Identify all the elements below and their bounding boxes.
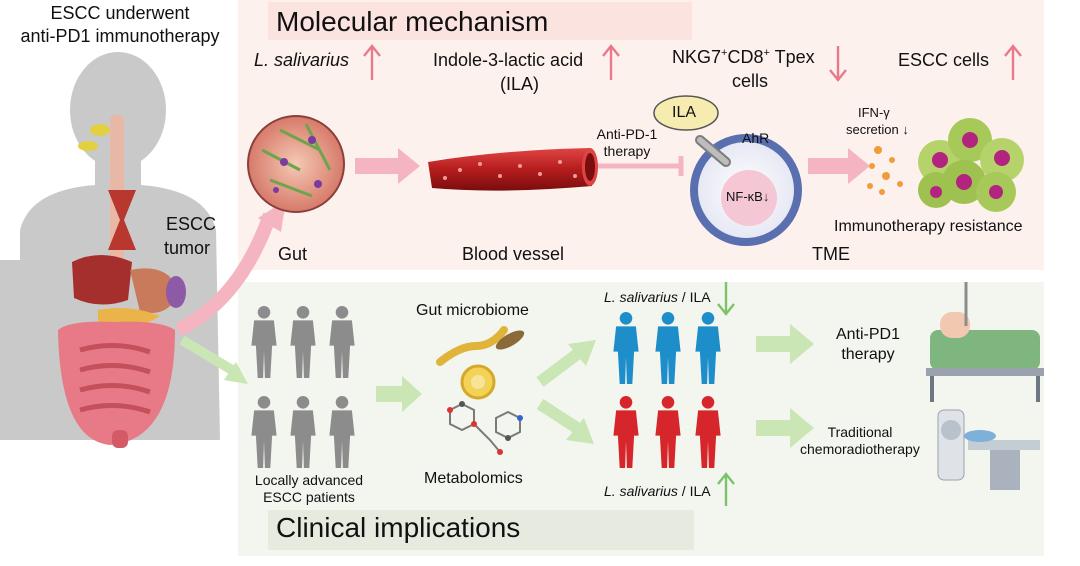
ifn-gamma-dots <box>867 146 903 195</box>
low-group-sep: / ILA <box>677 289 711 305</box>
low-group-label: L. salivarius / ILA <box>604 289 711 305</box>
header-line-1: ESCC underwent <box>50 3 190 23</box>
patient-figure <box>290 396 316 468</box>
clinical-title-box <box>268 510 694 550</box>
low-group-microbe: L. salivarius <box>604 289 678 305</box>
molecular-title-box <box>268 2 692 40</box>
resistance-label: Immunotherapy resistance <box>834 218 1023 235</box>
anti-pd1-label-line-1: Anti-PD1 <box>835 326 901 343</box>
tme-label: TME <box>812 244 850 264</box>
low-group-figure <box>695 312 721 384</box>
escc-cell-cluster <box>918 118 1024 212</box>
patient-figure <box>329 306 355 378</box>
patients-label-line-1: Locally advanced <box>254 472 364 488</box>
ifn-secretion-text: secretion <box>846 122 899 137</box>
patient-silhouettes <box>251 306 355 468</box>
high-group-figure <box>613 396 639 468</box>
patients-label-line-2: ESCC patients <box>263 489 355 505</box>
ifn-label-line-1: IFN-γ <box>858 105 890 120</box>
ila-label-line-2: (ILA) <box>500 74 540 94</box>
anti-pd1-label-line-2: therapy <box>841 346 895 363</box>
gut-illustration <box>247 115 345 213</box>
tme-to-ifn-arrow <box>808 148 870 184</box>
tpex-label-line-2: cells <box>732 71 769 91</box>
blood-vessel-illustration <box>428 148 598 191</box>
ila-badge-label: ILA <box>672 104 697 121</box>
tpex-prefix: NKG7 <box>672 47 722 67</box>
escc-label: ESCC <box>166 214 217 234</box>
tpex-sup-2: + <box>763 47 770 59</box>
header-line-2: anti-PD1 immunotherapy <box>20 26 220 46</box>
high-group-sep: / ILA <box>677 483 711 499</box>
t-cell-illustration <box>653 95 802 246</box>
tpex-mid: CD8 <box>727 47 764 67</box>
metabolomics-label: Metabolomics <box>424 470 523 487</box>
escc-cells-label: ESCC cells <box>898 50 990 70</box>
tpex-sup-1: + <box>721 47 728 59</box>
clinical-title: Clinical implications <box>276 512 521 543</box>
therapy-label-line-1: Anti-PD-1 <box>596 126 658 142</box>
therapy-inhibition-line <box>598 156 684 176</box>
molecular-title: Molecular mechanism <box>276 6 549 37</box>
body-to-patients-arrow <box>179 335 248 384</box>
tpex-label-line-1: NKG7+CD8+ Tpex <box>672 47 815 68</box>
nfkb-text: NF-κB <box>726 189 763 204</box>
radiotherapy-machine-illustration <box>937 409 1040 490</box>
patient-figure <box>251 396 277 468</box>
low-group-figure <box>613 312 639 384</box>
patient-figure <box>329 396 355 468</box>
molecular-indicator-arrows <box>363 44 1022 82</box>
low-group-figure <box>655 312 681 384</box>
microbiome-label: Gut microbiome <box>416 302 529 319</box>
blood-vessel-label: Blood vessel <box>462 244 565 264</box>
microbe-label: L. salivarius <box>254 50 350 70</box>
gut-to-vessel-arrow <box>355 148 420 184</box>
high-group-microbe: L. salivarius <box>604 483 678 499</box>
low-group-figures <box>613 312 721 384</box>
therapy-label-line-2: therapy <box>603 143 651 159</box>
clinical-indicator-arrows <box>717 282 735 506</box>
clinical-arrows <box>376 324 814 448</box>
nfkb-down-arrow: ↓ <box>762 189 770 204</box>
high-group-figures <box>613 396 721 468</box>
tpex-suffix: Tpex <box>769 47 815 67</box>
hospital-bed-illustration <box>926 282 1044 402</box>
ifn-down-arrow: ↓ <box>902 122 909 137</box>
patient-figure <box>251 306 277 378</box>
ahr-label: AhR <box>742 130 770 146</box>
trad-label-line-1: Traditional <box>827 424 893 440</box>
nfkb-label: NF-κB↓ <box>726 189 770 205</box>
digestive-organs <box>58 115 186 448</box>
tumor-label: tumor <box>164 238 211 258</box>
microbiome-icons <box>436 326 525 400</box>
gut-label: Gut <box>278 244 308 264</box>
trad-label-line-2: chemoradiotherapy <box>800 441 920 457</box>
high-group-figure <box>695 396 721 468</box>
ila-label-line-1: Indole-3-lactic acid <box>433 50 584 70</box>
ifn-label-line-2: secretion ↓ <box>846 122 909 138</box>
high-group-figure <box>655 396 681 468</box>
high-group-label: L. salivarius / ILA <box>604 483 711 499</box>
patient-figure <box>290 306 316 378</box>
metabolite-icons <box>447 401 523 455</box>
